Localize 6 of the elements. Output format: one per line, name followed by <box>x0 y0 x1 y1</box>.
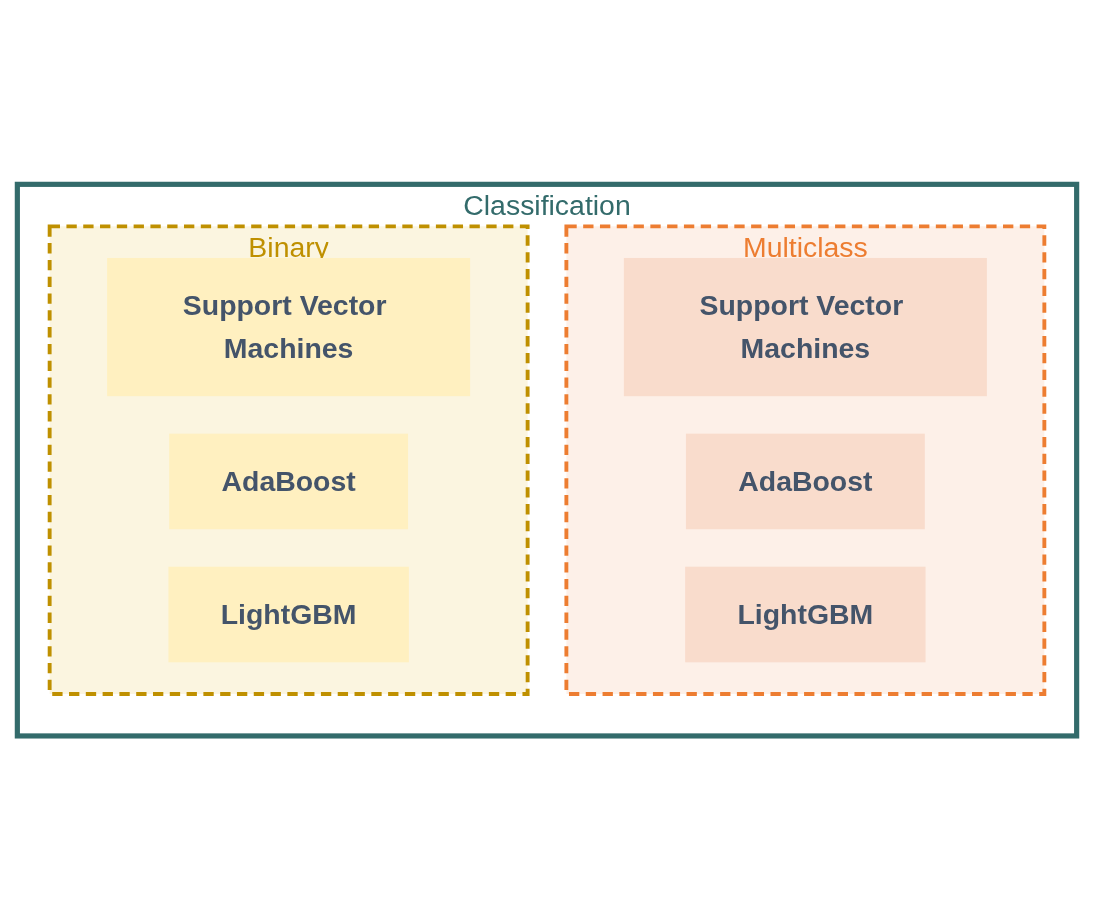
node-box: LightGBM <box>685 566 926 663</box>
node-box: AdaBoost <box>169 433 409 530</box>
node-box: Support Vector Machines <box>107 257 471 397</box>
node-box: LightGBM <box>168 566 409 663</box>
node-box: Support Vector Machines <box>623 257 987 397</box>
node-box: AdaBoost <box>685 433 925 530</box>
